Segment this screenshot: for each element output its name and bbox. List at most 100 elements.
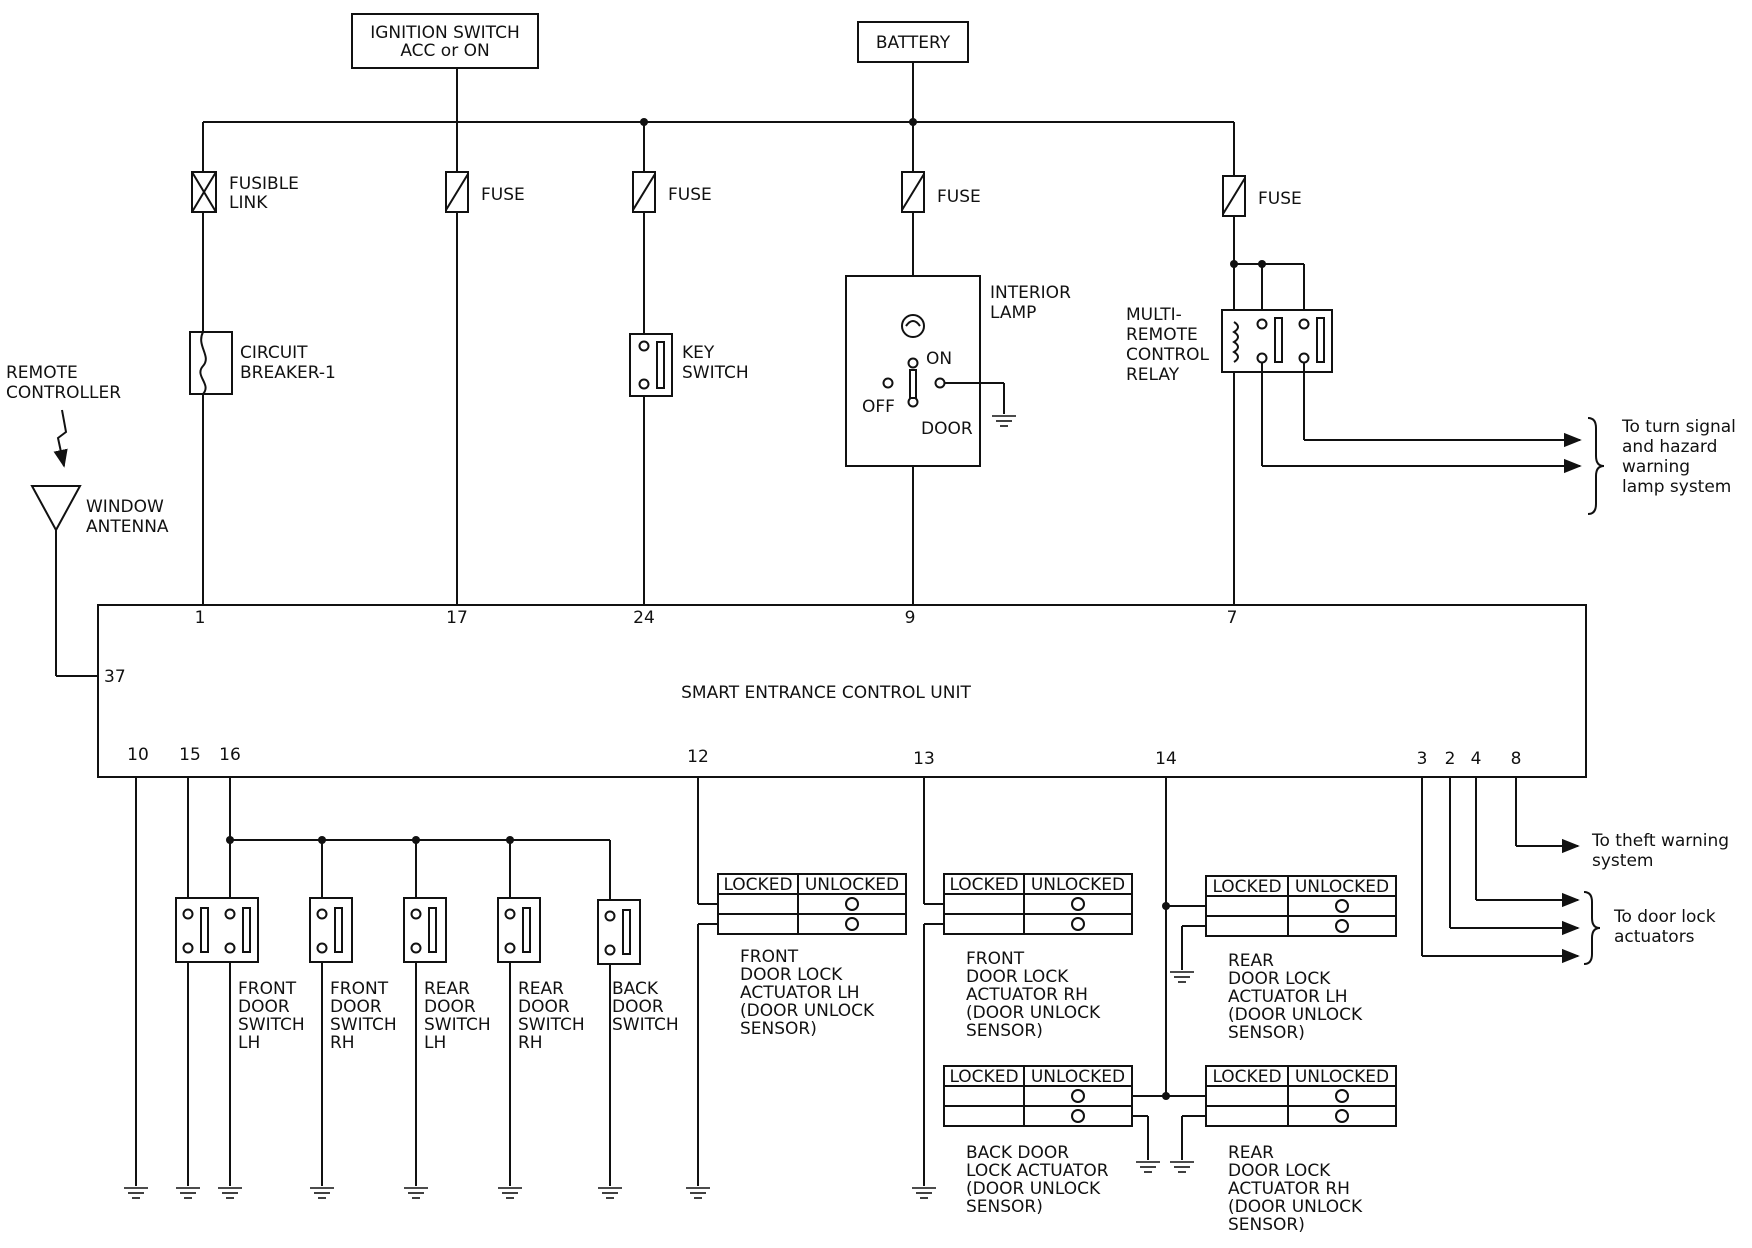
door-lock-actuators-label-2: actuators <box>1614 927 1695 947</box>
turn-signal-label-4: lamp system <box>1622 477 1731 497</box>
back-door-switch-symbol <box>597 899 641 965</box>
fuse-label-17: FUSE <box>481 185 525 205</box>
interior-lamp-box <box>845 275 1005 467</box>
pin-17: 17 <box>446 608 468 628</box>
ground-symbols-bottom <box>124 1187 936 1199</box>
fuse-symbol-17 <box>445 171 469 213</box>
pin-4: 4 <box>1471 749 1482 769</box>
theft-warning-label-1: To theft warning <box>1591 831 1729 851</box>
rear-lh-locked-label: LOCKED <box>1212 877 1281 897</box>
lamp-position-door: DOOR <box>921 419 973 439</box>
power-bus-wires <box>202 62 1235 605</box>
pin-2: 2 <box>1445 749 1456 769</box>
pin-9: 9 <box>905 608 916 628</box>
fuse-symbol-7 <box>1222 175 1246 217</box>
circuit-breaker-label-1: CIRCUIT <box>240 343 308 363</box>
key-switch-label-2: SWITCH <box>682 363 749 383</box>
rear-lh-actuator-l2: DOOR LOCK <box>1228 969 1331 989</box>
relay-label-1: MULTI- <box>1126 305 1182 325</box>
turn-signal-label-1: To turn signal <box>1621 417 1736 437</box>
fuse-symbol-24 <box>632 171 656 213</box>
door-switch-labels: FRONT DOOR SWITCH LH FRONT DOOR SWITCH R… <box>238 979 679 1053</box>
pin-37: 37 <box>104 667 126 687</box>
back-actuator-l3: (DOOR UNLOCK <box>966 1179 1101 1199</box>
pin-7: 7 <box>1227 608 1238 628</box>
front-door-switch-rh-symbol <box>309 897 353 963</box>
rear-rh-locked-label: LOCKED <box>1212 1067 1281 1087</box>
right-output-wires <box>1421 777 1601 965</box>
fusible-link-label-1: FUSIBLE <box>229 174 299 194</box>
rear-rh-actuator-l2: DOOR LOCK <box>1228 1161 1331 1181</box>
key-switch-label-1: KEY <box>682 343 715 363</box>
circuit-breaker-label-2: BREAKER-1 <box>240 363 336 383</box>
rear-lh-actuator-l3: ACTUATOR LH <box>1228 987 1348 1007</box>
front-rh-actuator-l4: (DOOR UNLOCK <box>966 1003 1101 1023</box>
rear-rh-actuator-l5: SENSOR) <box>1228 1215 1305 1235</box>
relay-label-3: CONTROL <box>1126 345 1210 365</box>
rear-lh-actuator-l5: SENSOR) <box>1228 1023 1305 1043</box>
front-lh-actuator-l4: (DOOR UNLOCK <box>740 1001 875 1021</box>
front-door-lock-actuator-lh <box>697 777 907 1186</box>
fuse-label-9: FUSE <box>937 187 981 207</box>
front-door-switch-lh-l1: FRONT <box>238 979 297 999</box>
rear-rh-actuator-l1: REAR <box>1228 1143 1274 1163</box>
ground-symbol-back-door <box>1136 1161 1160 1173</box>
pin-13: 13 <box>913 749 935 769</box>
rear-lh-unlocked-label: UNLOCKED <box>1295 877 1389 897</box>
front-lh-locked-label: LOCKED <box>723 875 792 895</box>
window-antenna-label-1: WINDOW <box>86 497 164 517</box>
control-unit-pins: 1 17 24 9 7 37 10 15 16 12 13 14 3 2 4 8 <box>104 608 1521 769</box>
front-door-switch-rh-l3: SWITCH <box>330 1015 397 1035</box>
remote-controller-label-2: CONTROLLER <box>6 383 121 403</box>
rear-rh-unlocked-label: UNLOCKED <box>1295 1067 1389 1087</box>
front-lh-actuator-l3: ACTUATOR LH <box>740 983 860 1003</box>
back-door-switch-l2: DOOR <box>612 997 664 1017</box>
control-unit-label: SMART ENTRANCE CONTROL UNIT <box>681 683 971 703</box>
front-lh-unlocked-label: UNLOCKED <box>805 875 899 895</box>
lamp-position-off: OFF <box>862 397 895 417</box>
rear-door-lock-actuator-lh <box>1166 875 1397 970</box>
pin-16: 16 <box>219 745 241 765</box>
back-locked-label: LOCKED <box>949 1067 1018 1087</box>
front-door-switch-lh-l2: DOOR <box>238 997 290 1017</box>
ignition-switch-label: IGNITION SWITCH <box>370 23 519 43</box>
ground-symbol-rear-rh <box>1170 1161 1194 1173</box>
front-door-switch-lh-l4: LH <box>238 1033 260 1053</box>
back-door-switch-l1: BACK <box>612 979 659 999</box>
rear-door-switch-rh-l1: REAR <box>518 979 564 999</box>
rear-door-switch-lh-symbol <box>403 897 447 963</box>
fuse-label-24: FUSE <box>668 185 712 205</box>
rear-door-switch-lh-l4: LH <box>424 1033 446 1053</box>
back-door-lock-actuator <box>943 1065 1166 1160</box>
front-door-switch-lh-symbol <box>175 897 259 963</box>
pin-15: 15 <box>179 745 201 765</box>
back-door-switch-l3: SWITCH <box>612 1015 679 1035</box>
multi-remote-control-relay <box>1221 260 1605 515</box>
front-rh-actuator-l1: FRONT <box>966 949 1025 969</box>
relay-label-2: REMOTE <box>1126 325 1198 345</box>
pin-12: 12 <box>687 747 709 767</box>
fusible-link-label-2: LINK <box>229 193 268 213</box>
front-lh-actuator-l5: SENSOR) <box>740 1019 817 1039</box>
back-actuator-l2: LOCK ACTUATOR <box>966 1161 1109 1181</box>
front-door-switch-rh-l2: DOOR <box>330 997 382 1017</box>
front-door-switch-lh-l3: SWITCH <box>238 1015 305 1035</box>
relay-label-4: RELAY <box>1126 365 1180 385</box>
smart-entrance-control-unit <box>97 604 1587 778</box>
interior-lamp-label-2: LAMP <box>990 303 1036 323</box>
rear-rh-actuator-l4: (DOOR UNLOCK <box>1228 1197 1363 1217</box>
window-antenna-label-2: ANTENNA <box>86 517 169 537</box>
front-lh-actuator-l2: DOOR LOCK <box>740 965 843 985</box>
rear-door-lock-actuator-rh <box>1166 1065 1397 1160</box>
interior-lamp-label-1: INTERIOR <box>990 283 1071 303</box>
front-rh-locked-label: LOCKED <box>949 875 1018 895</box>
back-unlocked-label: UNLOCKED <box>1031 1067 1125 1087</box>
key-switch-symbol <box>629 333 673 397</box>
door-switch-wiring <box>135 777 611 1186</box>
back-actuator-l1: BACK DOOR <box>966 1143 1069 1163</box>
pin-1: 1 <box>195 608 206 628</box>
front-rh-actuator-l2: DOOR LOCK <box>966 967 1069 987</box>
rear-lh-actuator-l4: (DOOR UNLOCK <box>1228 1005 1363 1025</box>
rear-door-switch-rh-symbol <box>497 897 541 963</box>
